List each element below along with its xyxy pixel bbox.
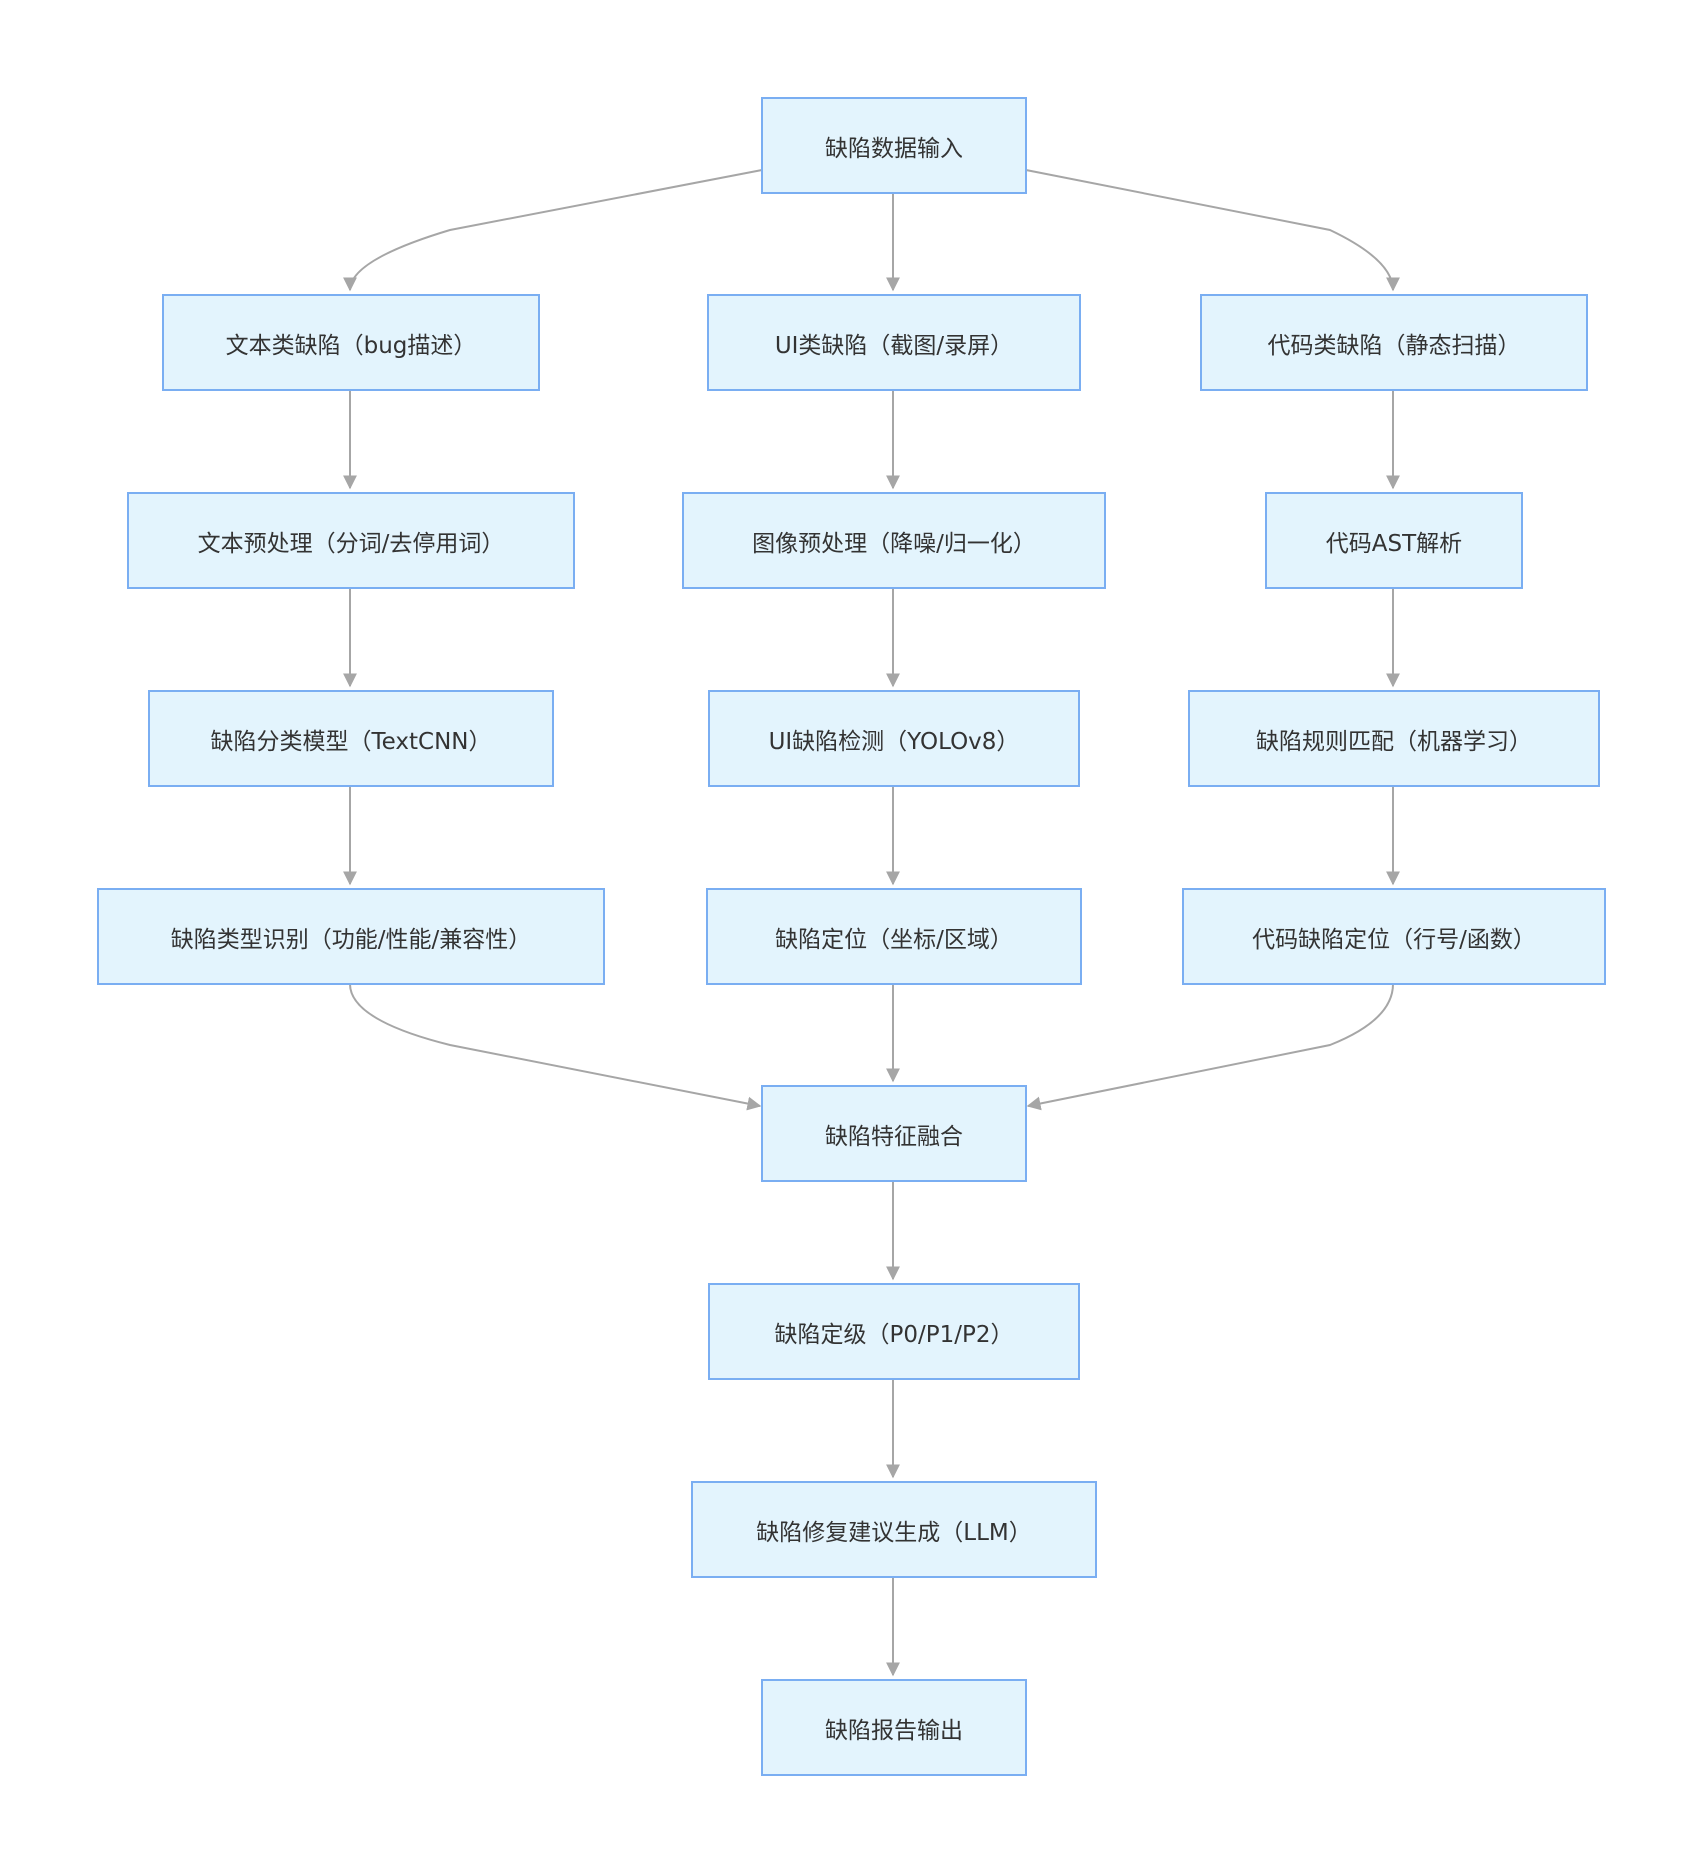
node-defect-localization: 缺陷定位（坐标/区域）: [706, 888, 1082, 985]
node-fix-suggestion-generation: 缺陷修复建议生成（LLM）: [691, 1481, 1097, 1578]
node-defect-classification-model: 缺陷分类模型（TextCNN）: [148, 690, 554, 787]
node-code-defect-localization: 代码缺陷定位（行号/函数）: [1182, 888, 1606, 985]
node-defect-type-recognition: 缺陷类型识别（功能/性能/兼容性）: [97, 888, 605, 985]
node-text-preprocess: 文本预处理（分词/去停用词）: [127, 492, 575, 589]
node-ui-defect: UI类缺陷（截图/录屏）: [707, 294, 1081, 391]
edge-text-type-to-fusion: [349, 983, 762, 1111]
edge-input-to-text-defect: [343, 169, 763, 292]
node-defect-report-output: 缺陷报告输出: [761, 1679, 1027, 1776]
edge-input-to-code-defect: [1025, 169, 1400, 292]
node-image-preprocess: 图像预处理（降噪/归一化）: [682, 492, 1106, 589]
node-defect-feature-fusion: 缺陷特征融合: [761, 1085, 1027, 1182]
node-code-ast-parse: 代码AST解析: [1265, 492, 1523, 589]
node-defect-rule-matching: 缺陷规则匹配（机器学习）: [1188, 690, 1600, 787]
node-defect-grading: 缺陷定级（P0/P1/P2）: [708, 1283, 1080, 1380]
node-code-defect: 代码类缺陷（静态扫描）: [1200, 294, 1588, 391]
edge-code-locate-to-fusion: [1026, 983, 1394, 1111]
node-defect-data-input: 缺陷数据输入: [761, 97, 1027, 194]
node-text-defect: 文本类缺陷（bug描述）: [162, 294, 540, 391]
node-ui-defect-detection: UI缺陷检测（YOLOv8）: [708, 690, 1080, 787]
